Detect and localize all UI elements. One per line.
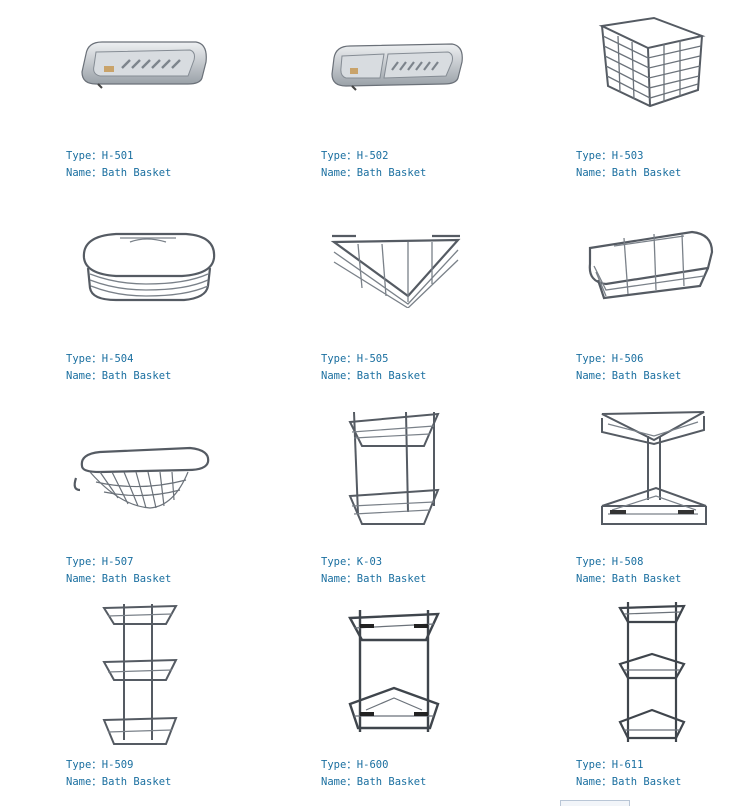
product-caption: Type：H-611 Name：Bath Basket <box>576 757 681 791</box>
name-label: Name： <box>576 167 612 179</box>
type-label: Type： <box>321 556 357 568</box>
name-label: Name： <box>576 370 612 382</box>
two-tier-chrome-basket-icon <box>348 610 440 732</box>
product-image-h-501[interactable] <box>78 38 210 90</box>
soap-dish-icon <box>81 41 207 89</box>
type-value: H-505 <box>356 353 389 365</box>
name-label: Name： <box>321 573 357 585</box>
name-value: Bath Basket <box>356 370 427 382</box>
type-value: H-600 <box>356 759 389 771</box>
type-label: Type： <box>66 353 102 365</box>
type-label: Type： <box>66 556 102 568</box>
type-label: Type： <box>576 353 612 365</box>
type-value: H-506 <box>611 353 644 365</box>
product-caption: Type：H-509 Name：Bath Basket <box>66 757 171 791</box>
type-label: Type： <box>66 150 102 162</box>
name-value: Bath Basket <box>611 573 682 585</box>
name-value: Bath Basket <box>611 167 682 179</box>
type-value: H-501 <box>101 150 134 162</box>
oval-wire-basket-icon <box>82 232 216 302</box>
type-value: H-507 <box>101 556 134 568</box>
type-value: H-611 <box>611 759 644 771</box>
name-value: Bath Basket <box>101 167 172 179</box>
product-image-h-611[interactable] <box>616 598 688 746</box>
name-label: Name： <box>66 573 102 585</box>
product-caption: Type：H-507 Name：Bath Basket <box>66 554 171 588</box>
name-value: Bath Basket <box>101 370 172 382</box>
type-label: Type： <box>321 150 357 162</box>
product-caption: Type：H-506 Name：Bath Basket <box>576 351 681 385</box>
type-label: Type： <box>321 759 357 771</box>
three-tier-corner-basket-icon <box>102 604 178 745</box>
wire-basket-icon <box>598 16 706 108</box>
type-label: Type： <box>576 556 612 568</box>
name-label: Name： <box>576 573 612 585</box>
product-image-h-506[interactable] <box>584 228 716 306</box>
type-label: Type： <box>576 150 612 162</box>
name-label: Name： <box>66 370 102 382</box>
name-label: Name： <box>321 370 357 382</box>
product-caption: Type：H-501 Name：Bath Basket <box>66 148 171 182</box>
name-value: Bath Basket <box>611 370 682 382</box>
product-image-h-502[interactable] <box>328 40 466 92</box>
product-image-k-03[interactable] <box>344 406 444 530</box>
type-value: H-509 <box>101 759 134 771</box>
name-label: Name： <box>66 167 102 179</box>
product-image-h-600[interactable] <box>346 604 442 740</box>
two-tier-corner-basket-icon <box>348 411 440 525</box>
product-image-h-504[interactable] <box>76 228 222 306</box>
name-value: Bath Basket <box>101 776 172 788</box>
product-caption: Type：H-505 Name：Bath Basket <box>321 351 426 385</box>
rectangular-wire-basket-icon <box>588 230 714 300</box>
product-caption: Type：H-504 Name：Bath Basket <box>66 351 171 385</box>
name-value: Bath Basket <box>356 573 427 585</box>
product-image-h-503[interactable] <box>598 14 708 110</box>
type-value: H-508 <box>611 556 644 568</box>
product-caption: Type：H-502 Name：Bath Basket <box>321 148 426 182</box>
name-label: Name： <box>576 776 612 788</box>
hanging-wire-basket-icon <box>73 446 210 509</box>
double-soap-dish-icon <box>331 43 463 91</box>
type-label: Type： <box>576 759 612 771</box>
name-label: Name： <box>321 167 357 179</box>
name-value: Bath Basket <box>611 776 682 788</box>
product-image-h-509[interactable] <box>100 600 180 748</box>
three-tier-chrome-basket-icon <box>618 602 686 742</box>
product-caption: Type：K-03 Name：Bath Basket <box>321 554 426 588</box>
type-label: Type： <box>321 353 357 365</box>
product-image-h-507[interactable] <box>70 444 212 512</box>
type-value: H-503 <box>611 150 644 162</box>
partial-button-edge[interactable] <box>560 800 630 806</box>
type-value: H-502 <box>356 150 389 162</box>
name-label: Name： <box>66 776 102 788</box>
name-value: Bath Basket <box>356 167 427 179</box>
type-value: H-504 <box>101 353 134 365</box>
name-value: Bath Basket <box>356 776 427 788</box>
two-tier-triangle-basket-icon <box>601 411 707 525</box>
product-image-h-508[interactable] <box>598 406 708 530</box>
corner-wire-basket-icon <box>330 234 461 308</box>
product-caption: Type：H-600 Name：Bath Basket <box>321 757 426 791</box>
product-image-h-505[interactable] <box>328 232 466 308</box>
product-caption: Type：H-503 Name：Bath Basket <box>576 148 681 182</box>
name-label: Name： <box>321 776 357 788</box>
type-value: K-03 <box>356 556 383 568</box>
product-caption: Type：H-508 Name：Bath Basket <box>576 554 681 588</box>
name-value: Bath Basket <box>101 573 172 585</box>
type-label: Type： <box>66 759 102 771</box>
